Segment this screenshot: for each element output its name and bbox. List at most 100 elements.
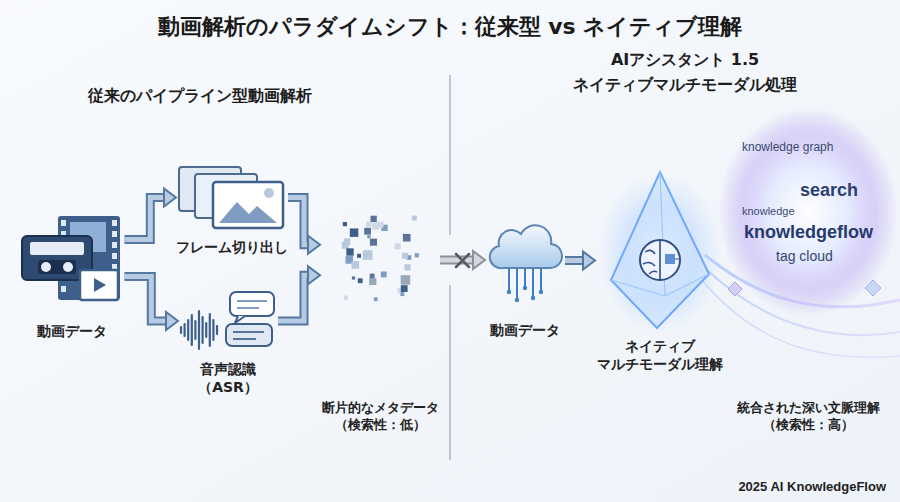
illustration-part [38,260,76,274]
illustration-part [363,250,373,260]
connector-fill [565,258,584,263]
node-icon [178,290,278,352]
divider-line [449,285,450,460]
arrow-head [308,266,320,284]
node-label: 動画データ [490,321,560,339]
illustration-part [233,338,256,340]
icon-node: フレーム切り出し [176,165,288,256]
illustration-part [523,286,527,290]
illustration-part [358,278,363,283]
illustration-part [366,222,372,228]
illustration-part [611,172,709,328]
connector-outline [288,198,309,245]
cloud-word: knowledge [742,205,795,217]
illustration-part [659,241,661,279]
illustration-part [61,286,66,292]
connector-arrow [440,251,485,269]
illustration-part [404,264,410,270]
illustration-part [381,272,387,278]
section-heading: AIアシスタント 1.5 ネイティブマルチモーダル処理 [560,48,810,98]
illustration-part [235,316,245,323]
diagram-title: 動画解析のパラダイムシフト：従来型 vs ネイティブ理解 [0,12,900,42]
node-label: 統合された深い文脈理解 （検索性：高） [733,400,883,434]
illustration-part [369,278,376,285]
illustration-part [237,300,267,302]
illustration-part [400,292,404,296]
illustration-part [112,231,117,237]
icon-node: 動画データ [20,212,125,340]
connector-arrow [565,252,595,270]
connector-arrow [125,189,177,240]
section-heading: 従来のパイプライン型動画解析 [50,86,350,107]
blocked-cross [456,254,469,267]
illustration-part [233,331,264,333]
illustration-part [395,243,401,249]
illustration-part [346,248,353,255]
illustration-part [112,220,117,226]
node-label: 音声認識 （ASR） [192,360,264,396]
illustration-part [728,282,742,296]
illustration-part [643,250,657,274]
connector-outline [125,276,168,321]
node-label: フレーム切り出し [176,238,288,256]
illustration-part [611,280,665,296]
illustration-part [112,242,117,248]
connector-outline [565,256,584,265]
connector-outline [125,198,166,240]
cloud-word: knowledgeflow [744,222,873,243]
illustration-part [598,173,722,333]
illustration-part [202,317,204,343]
cloud-word: knowledge graph [742,140,833,154]
node-label: 断片的なメタデータ （検索性：低） [320,400,440,434]
illustration-part [112,253,117,259]
illustration-part [61,220,66,226]
illustration-part [216,326,218,334]
node-icon [20,212,125,304]
illustration-part [370,239,377,246]
illustration-part [230,292,274,316]
connector-arrow [278,266,320,321]
illustration-part [531,296,535,300]
illustration-part [237,307,259,309]
illustration-part [372,222,379,229]
connector-fill [288,198,309,245]
illustration-part [403,234,411,242]
icon-node: 断片的なメタデータ （検索性：低） [320,215,440,434]
illustration-part [508,268,510,292]
illustration-part [209,314,211,346]
illustration-part [718,107,898,317]
illustration-part [865,280,881,296]
illustration-part [184,324,186,336]
illustration-part [371,216,377,222]
illustration-part [351,261,359,269]
illustration-part [539,290,543,294]
illustration-part [219,202,277,223]
node-label: 動画データ [37,322,107,340]
cloud-word: tag cloud [776,248,833,264]
node-icon [605,168,715,333]
arrow-head [166,312,178,330]
illustration-part [344,296,348,300]
illustration-part [401,275,411,285]
illustration-part [213,182,283,228]
illustration-part [30,242,84,255]
illustration-part [63,262,73,272]
illustration-part [41,262,51,272]
illustration-part [370,274,375,279]
illustration-part [364,228,371,235]
node-label: ネイティブ マルチモーダル理解 [595,337,725,373]
footer-note: 2025 AI KnowledgeFlow [738,479,886,494]
connector-fill [125,198,166,240]
blocked-cross [456,254,469,267]
illustration-part [205,323,207,337]
illustration-part [532,268,534,298]
cloud-word: search [800,180,858,201]
connector-outline [278,275,309,321]
illustration-part [540,268,542,292]
arrow-head [308,236,320,254]
connector-fill [125,276,168,321]
illustration-part [402,253,408,259]
illustration-part [264,188,274,198]
connector-outline [440,256,474,265]
